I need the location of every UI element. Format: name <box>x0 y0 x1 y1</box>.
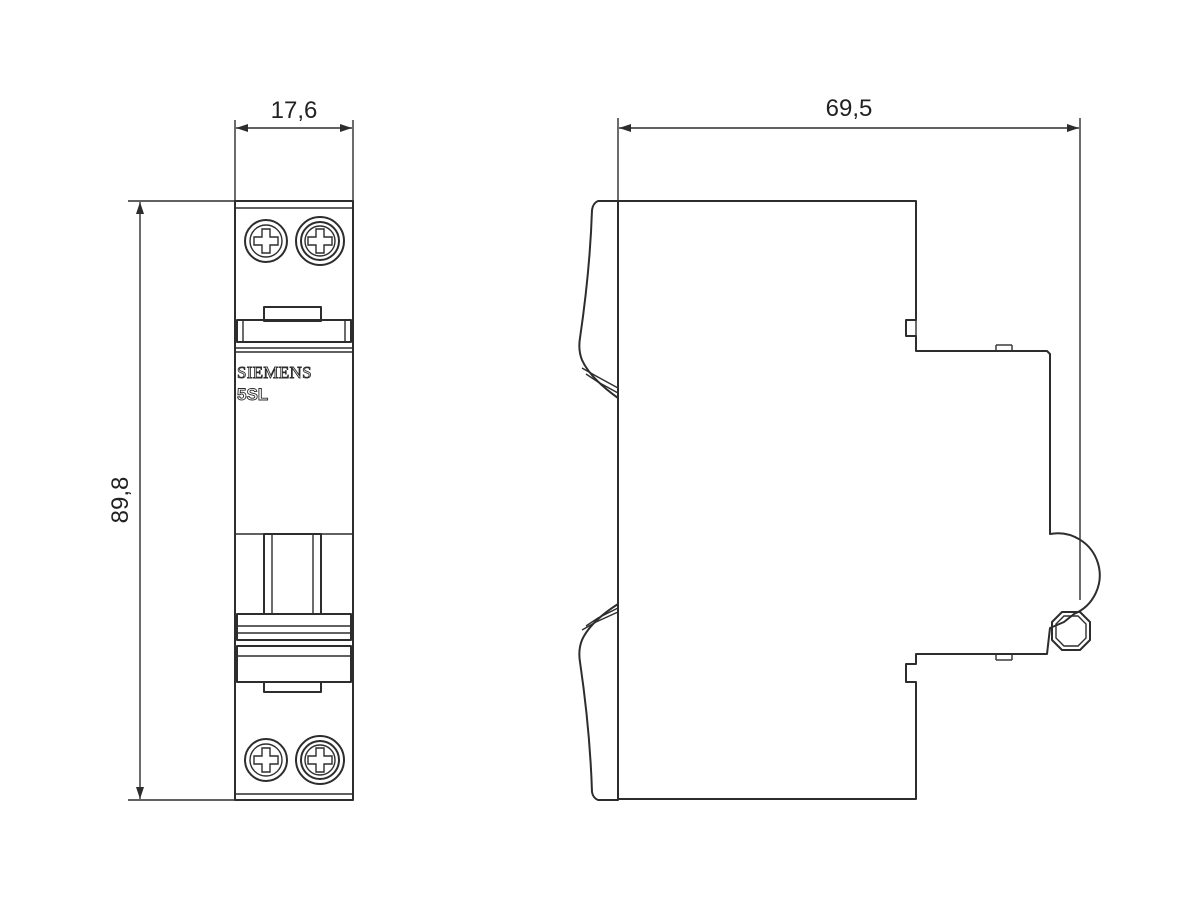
hood-step <box>581 367 619 389</box>
height-dimension-label: 89,8 <box>107 477 134 524</box>
screw-terminal-icon <box>244 738 288 782</box>
depth-dimension-label: 69,5 <box>826 95 873 122</box>
front-view: 17,6 89,8 <box>107 97 354 801</box>
screw-terminal-icon <box>295 735 345 785</box>
hood-step <box>581 611 619 631</box>
release-latch <box>1051 611 1091 651</box>
width-dimension-label: 17,6 <box>271 97 318 124</box>
top-clip <box>236 306 352 343</box>
brand-logo: SIEMENS <box>237 363 312 382</box>
side-body-outline <box>617 200 1101 800</box>
front-hood-bottom <box>578 603 619 801</box>
toggle-lever <box>235 533 353 693</box>
front-hood-top <box>578 200 619 399</box>
model-label: 5SL <box>237 385 268 404</box>
screw-terminal-icon <box>295 216 345 266</box>
hood-step <box>585 607 619 627</box>
hood-step <box>585 373 619 394</box>
release-latch-inner <box>1055 615 1087 647</box>
front-body-outline <box>234 200 354 801</box>
screw-terminal-icon <box>244 219 288 263</box>
side-view: 69,5 <box>578 95 1101 801</box>
